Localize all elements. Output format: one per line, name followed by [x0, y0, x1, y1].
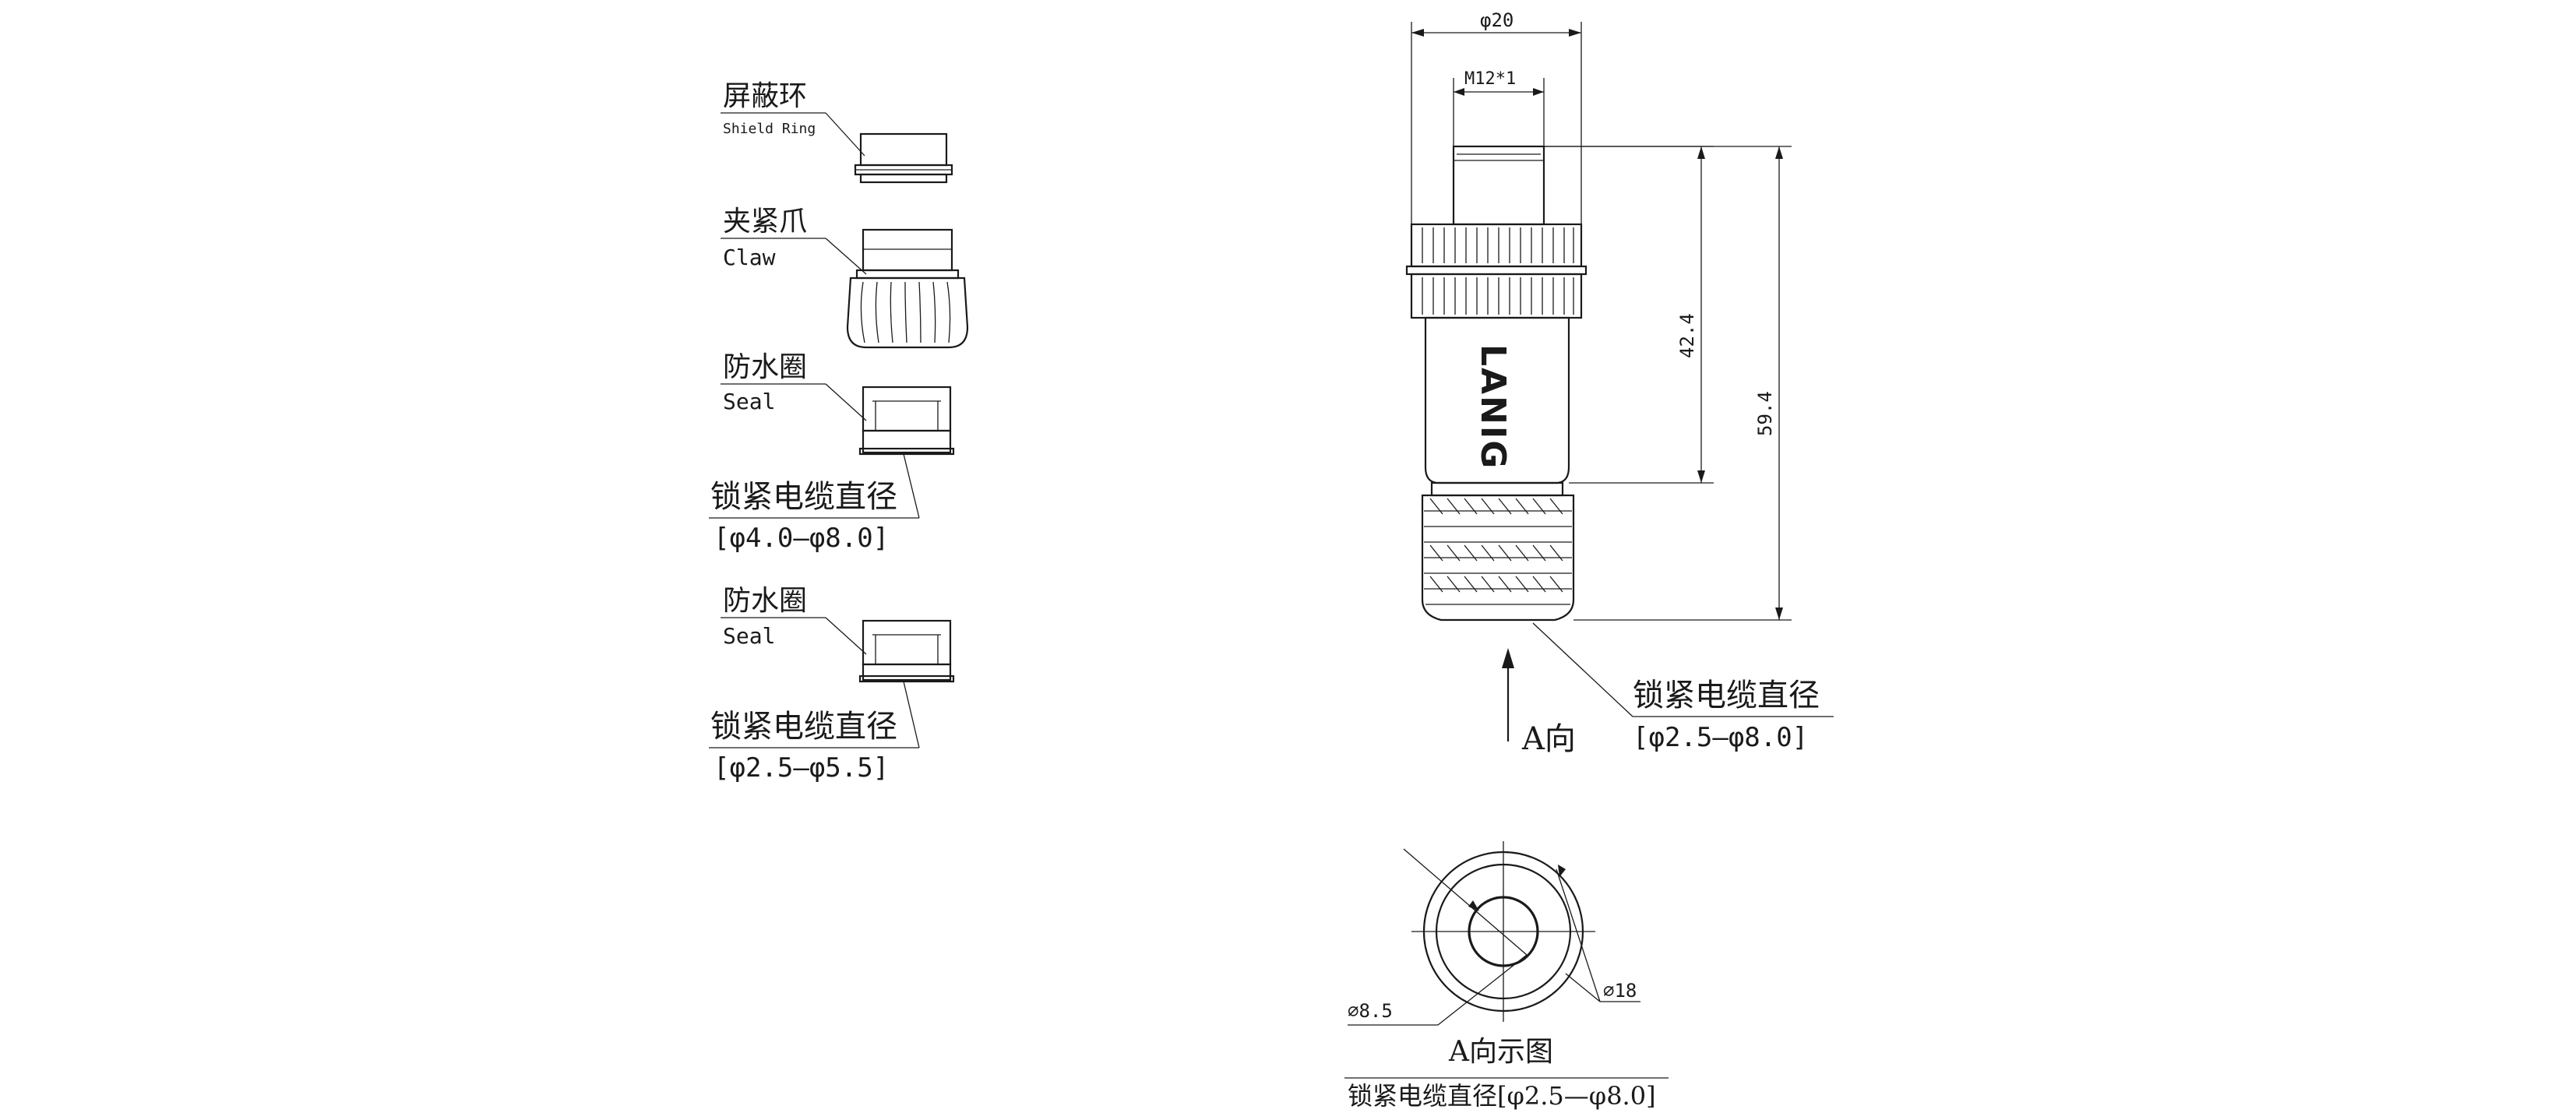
seal-2-label-cn: 防水圈	[723, 585, 807, 617]
view-direction-arrow: A向	[1502, 648, 1576, 757]
claw-callout: 夹紧爪 Claw	[721, 206, 867, 275]
brand-logo: LANIG	[1473, 344, 1513, 470]
seal-2-range-label: 锁紧电缆直径	[710, 709, 897, 745]
cable-range-callout: 锁紧电缆直径 [φ2.5—φ8.0]	[1532, 622, 1834, 753]
seal-2-part	[858, 619, 955, 683]
dim-total-length-label: 59.4	[1754, 391, 1776, 436]
claw-label-en: Claw	[723, 245, 776, 270]
connector-side-view	[1405, 145, 1588, 622]
shield-ring-label-en: Shield Ring	[723, 121, 816, 137]
dim-outer-diameter-label: φ20	[1480, 9, 1514, 31]
end-view: ∅8.5 ∅18	[1348, 841, 1640, 1026]
seal-1-label-en: Seal	[723, 389, 775, 414]
dim-thread-label: M12*1	[1464, 69, 1516, 89]
dim-body-length-label: 42.4	[1676, 313, 1698, 358]
seal-1-part	[858, 386, 955, 456]
seal-1-range: [φ4.0—φ8.0]	[714, 523, 889, 554]
shield-ring-label-cn: 屏蔽环	[723, 80, 807, 112]
cable-range-value: [φ2.5—φ8.0]	[1633, 722, 1808, 753]
seal-1-callout: 防水圈 Seal 锁紧电缆直径 [φ4.0—φ8.0]	[709, 351, 920, 554]
claw-label-cn: 夹紧爪	[723, 206, 807, 238]
cable-range-label: 锁紧电缆直径	[1633, 678, 1820, 713]
dim-outer-diameter: φ20	[1411, 9, 1582, 224]
view-direction-label: A向	[1521, 721, 1576, 757]
end-view-title: A向示图	[1448, 1036, 1553, 1068]
end-view-inner-diameter: ∅8.5	[1348, 1000, 1393, 1022]
seal-2-label-en: Seal	[723, 623, 775, 649]
shield-ring-callout: 屏蔽环 Shield Ring	[721, 80, 865, 157]
shield-ring-part	[854, 132, 953, 184]
seal-2-range: [φ2.5—φ5.5]	[714, 752, 889, 784]
seal-1-range-label: 锁紧电缆直径	[710, 479, 897, 515]
end-view-caption-text: 锁紧电缆直径[φ2.5—φ8.0]	[1348, 1081, 1656, 1111]
seal-1-label-cn: 防水圈	[723, 351, 807, 383]
end-view-caption: A向示图 锁紧电缆直径[φ2.5—φ8.0]	[1344, 1036, 1669, 1111]
dim-thread: M12*1	[1453, 69, 1545, 146]
claw-part	[846, 228, 969, 349]
dim-total-length: 59.4	[1544, 146, 1792, 621]
end-view-outer-diameter: ∅18	[1603, 980, 1637, 1002]
seal-2-callout: 防水圈 Seal 锁紧电缆直径 [φ2.5—φ5.5]	[709, 585, 920, 784]
